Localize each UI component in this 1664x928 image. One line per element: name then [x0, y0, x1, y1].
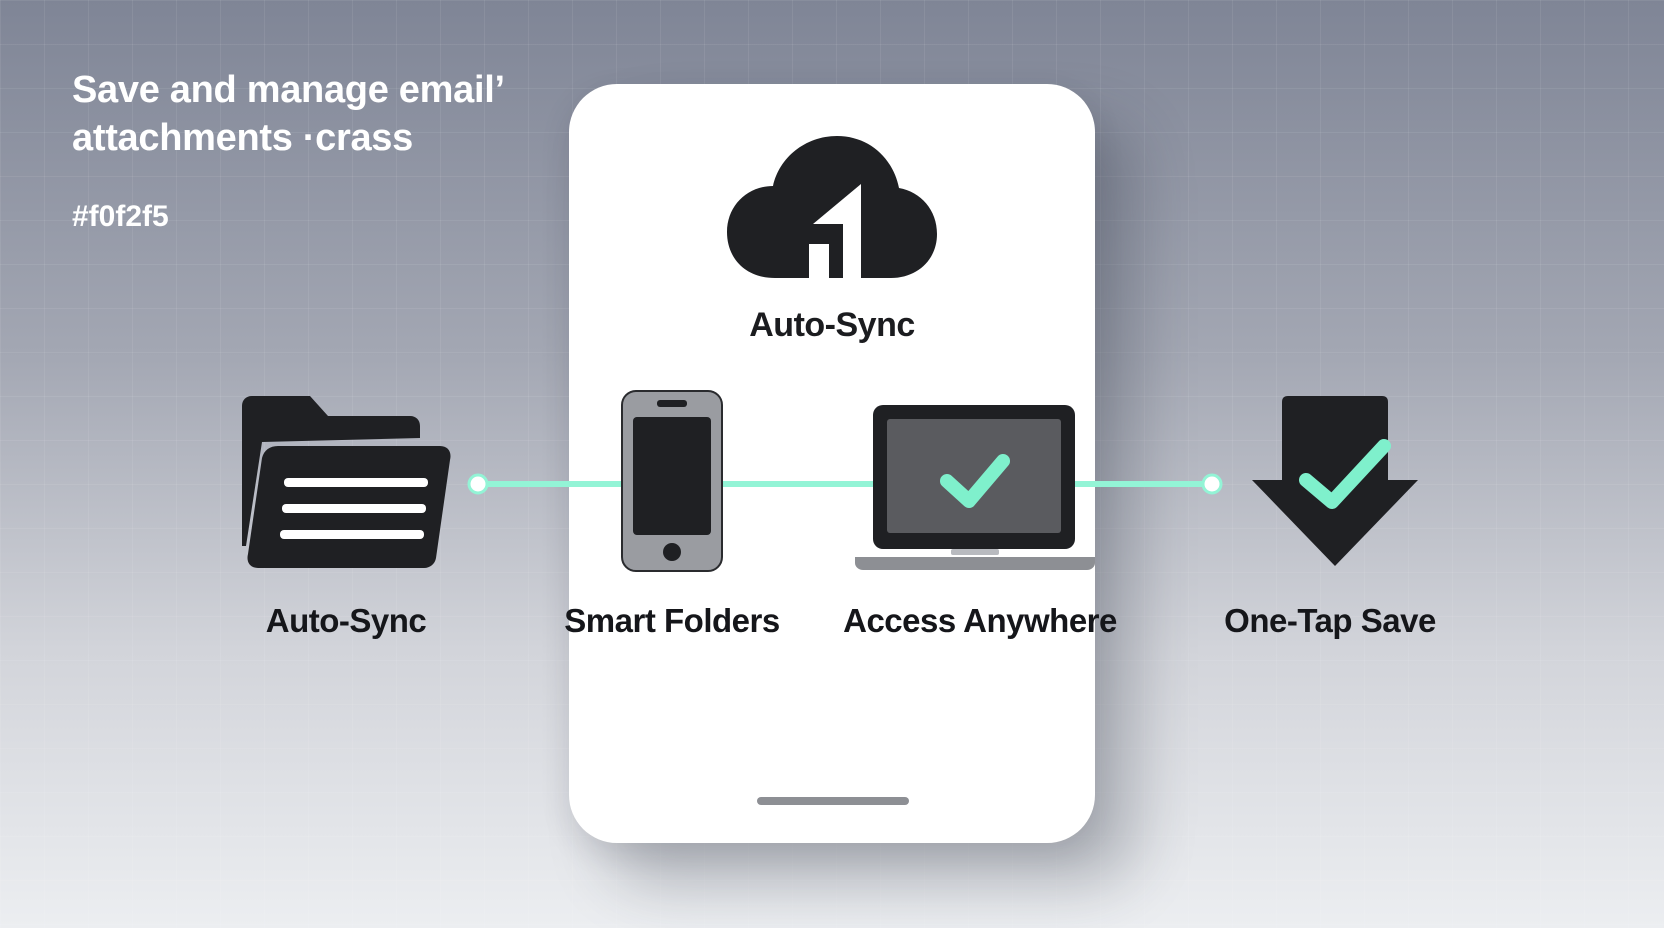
home-indicator[interactable]: [757, 797, 909, 805]
cloud-upload-icon: [727, 136, 937, 278]
laptop-check-icon: [855, 405, 1095, 570]
download-check-icon: [1252, 396, 1418, 566]
smartphone-icon: [621, 390, 723, 572]
feature-label-auto-sync: Auto-Sync: [265, 602, 427, 639]
hex-caption: #f0f2f5: [72, 200, 169, 233]
card-top-label: Auto-Sync: [749, 306, 915, 344]
feature-label-smart-folders: Smart Folders: [564, 602, 780, 639]
feature-label-one-tap-save: One-Tap Save: [1224, 602, 1436, 639]
headline: Save and manage email’ attachments ·cras…: [72, 69, 503, 159]
folder-icon: [242, 396, 451, 568]
feature-label-access-anywhere: Access Anywhere: [843, 602, 1117, 639]
